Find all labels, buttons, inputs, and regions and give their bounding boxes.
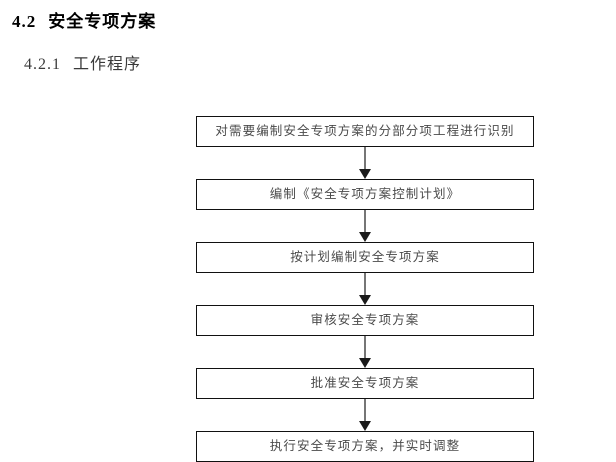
flow-node-execute: 执行安全专项方案，并实时调整 <box>196 431 534 462</box>
flow-node-identify: 对需要编制安全专项方案的分部分项工程进行识别 <box>196 116 534 147</box>
flow-node-label: 按计划编制安全专项方案 <box>290 250 440 265</box>
subsection-heading-number: 4.2.1 <box>24 56 61 73</box>
flow-node-plan: 编制《安全专项方案控制计划》 <box>196 179 534 210</box>
flow-node-label: 对需要编制安全专项方案的分部分项工程进行识别 <box>215 124 515 139</box>
section-heading-number: 4.2 <box>12 12 37 31</box>
work-procedure-flowchart: 对需要编制安全专项方案的分部分项工程进行识别 编制《安全专项方案控制计划》 按计… <box>196 116 534 462</box>
arrow-head <box>359 169 371 179</box>
subsection-heading-title: 工作程序 <box>73 56 142 73</box>
subsection-heading: 4.2.1 工作程序 <box>24 50 141 74</box>
arrow-shaft <box>364 273 366 297</box>
flow-arrow-down-icon <box>196 273 534 305</box>
flow-arrow-down-icon <box>196 210 534 242</box>
flow-node-approve: 批准安全专项方案 <box>196 368 534 399</box>
flow-node-label: 批准安全专项方案 <box>310 376 420 391</box>
flow-arrow-down-icon <box>196 147 534 179</box>
arrow-shaft <box>364 336 366 360</box>
flow-node-review: 审核安全专项方案 <box>196 305 534 336</box>
flow-arrow-down-icon <box>196 399 534 431</box>
arrow-shaft <box>364 147 366 171</box>
arrow-head <box>359 421 371 431</box>
flow-node-draft: 按计划编制安全专项方案 <box>196 242 534 273</box>
flow-arrow-down-icon <box>196 336 534 368</box>
flow-node-label: 执行安全专项方案，并实时调整 <box>269 439 461 454</box>
arrow-head <box>359 358 371 368</box>
arrow-shaft <box>364 399 366 423</box>
arrow-shaft <box>364 210 366 234</box>
arrow-head <box>359 232 371 242</box>
section-heading: 4.2 安全专项方案 <box>12 7 156 32</box>
flow-node-label: 审核安全专项方案 <box>310 313 420 328</box>
arrow-head <box>359 295 371 305</box>
section-heading-title: 安全专项方案 <box>48 12 157 31</box>
flow-node-label: 编制《安全专项方案控制计划》 <box>269 187 461 202</box>
